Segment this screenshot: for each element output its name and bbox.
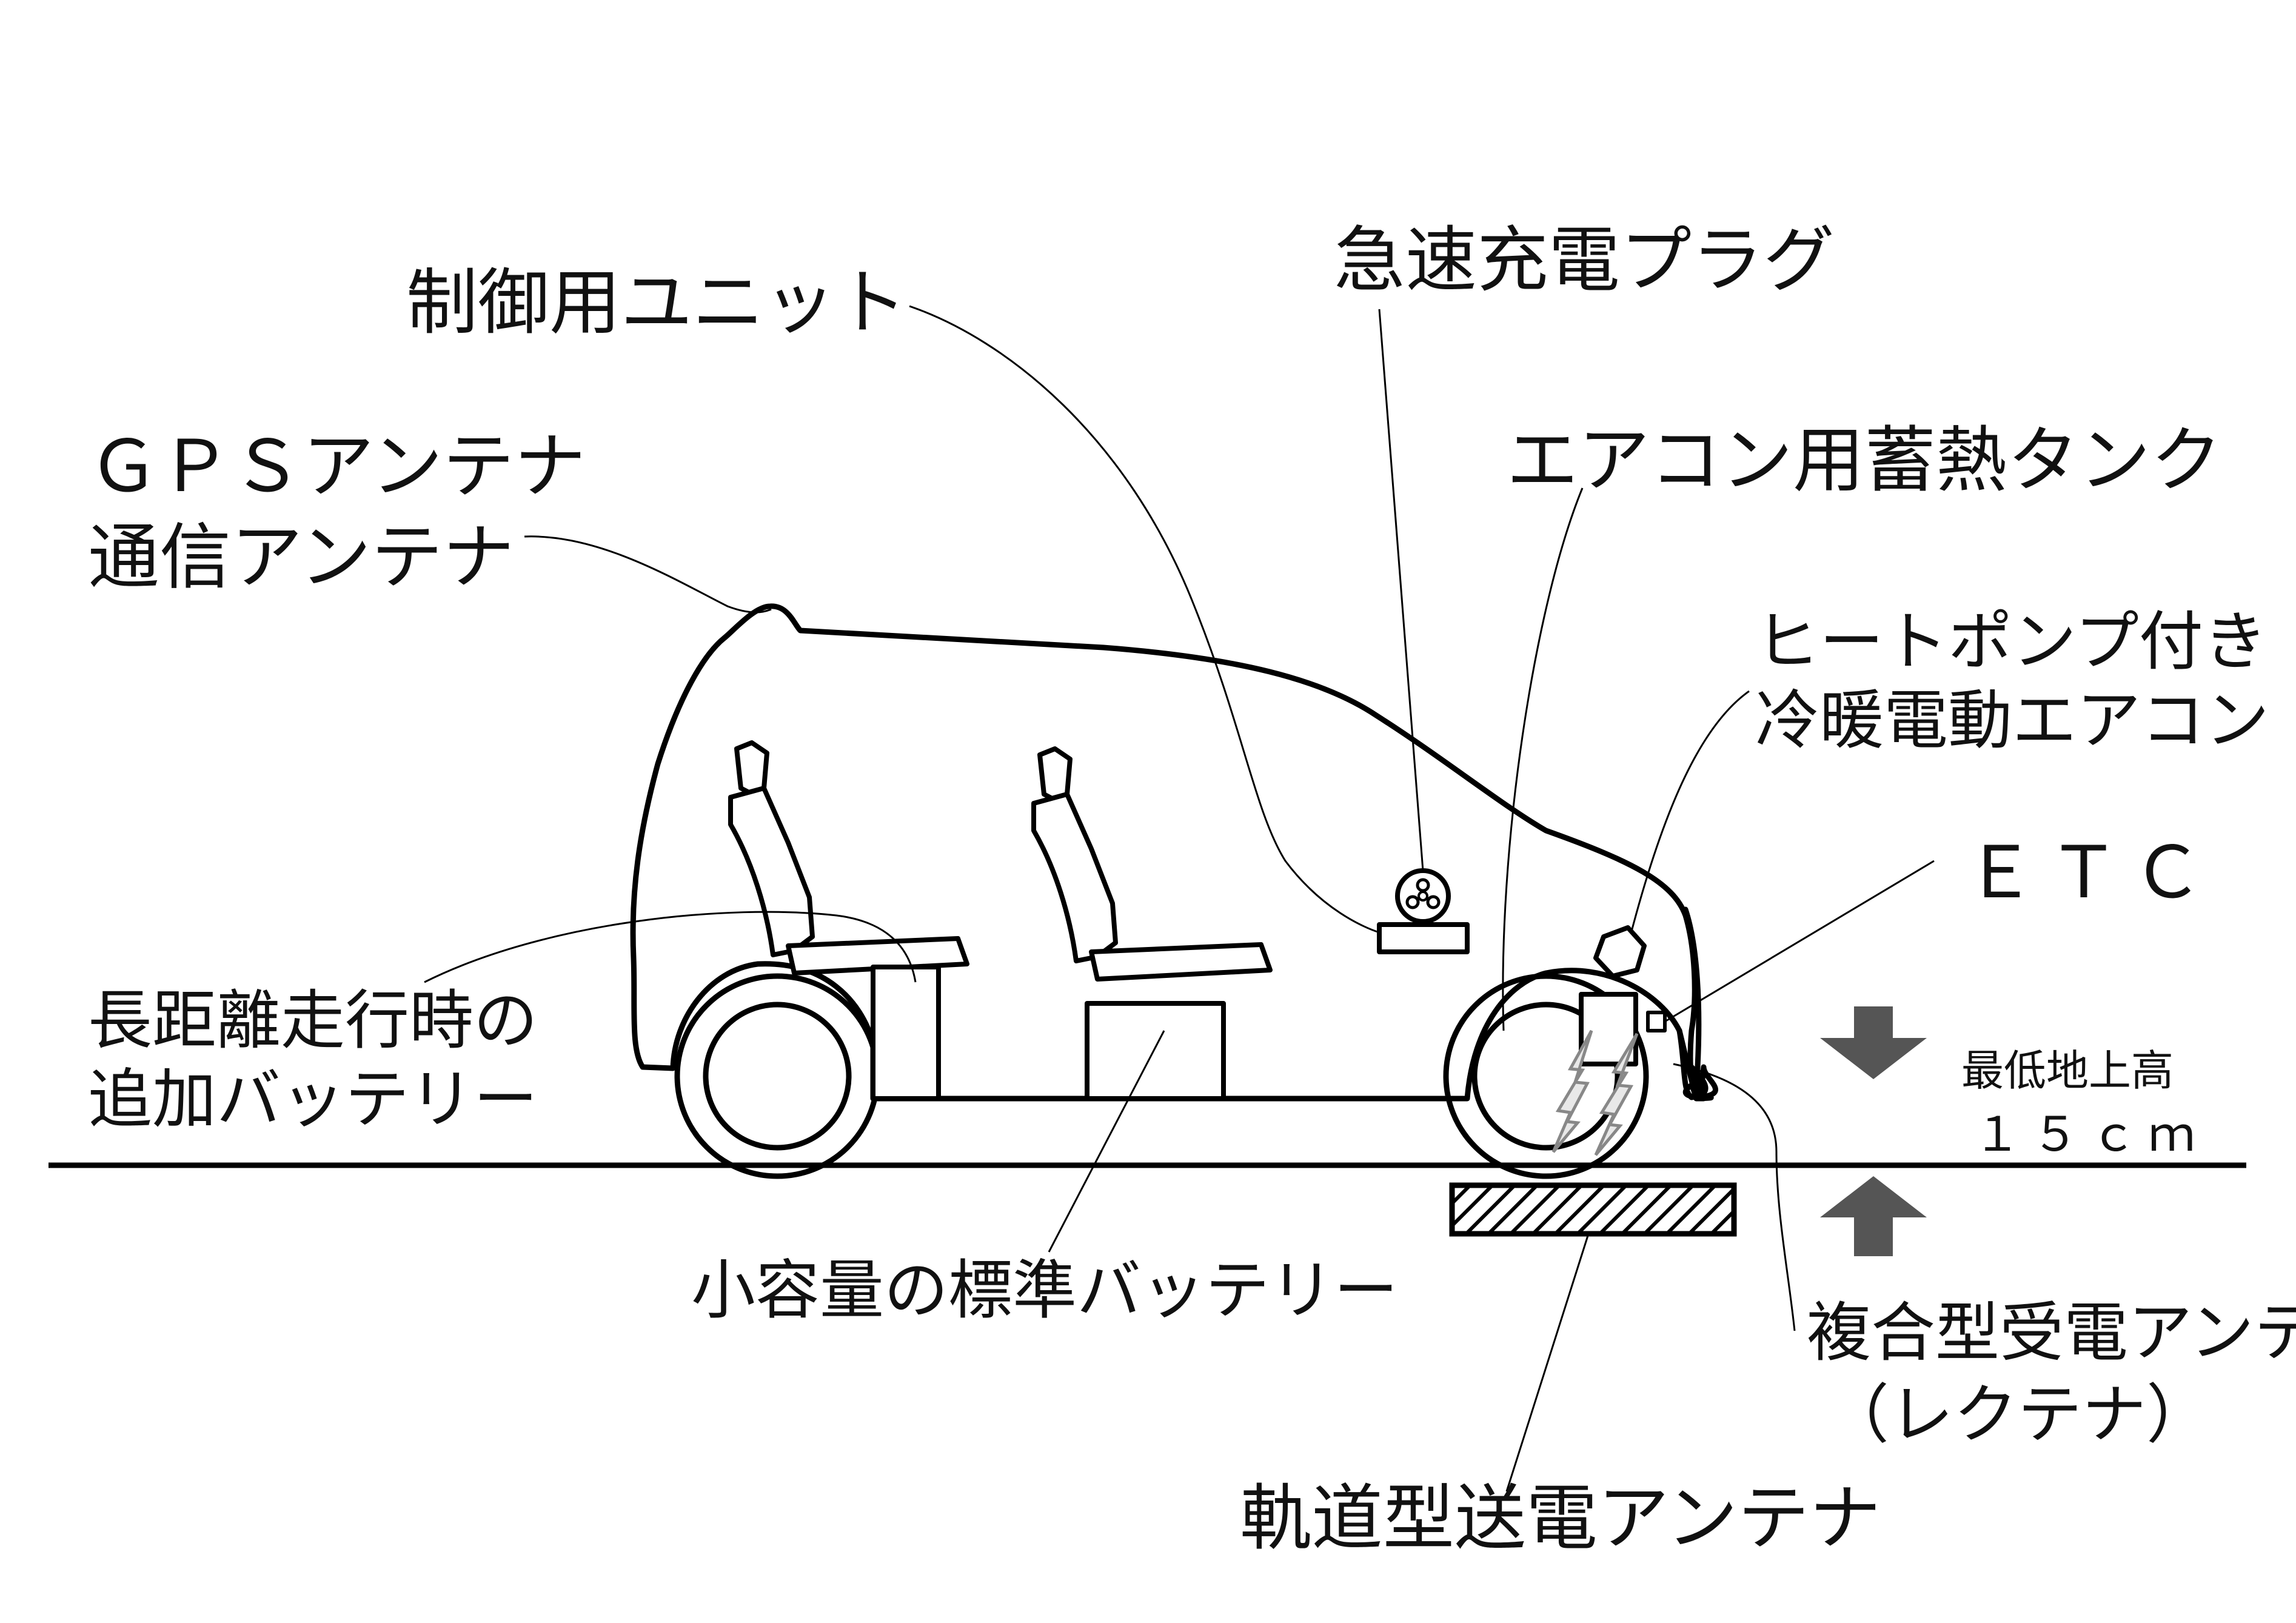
clearance-arrow-down-icon [1820,1006,1927,1079]
label-standard-battery: 小容量の標準バッテリー [691,1253,1398,1328]
extra-battery-box [871,965,941,1101]
label-extra-battery-line1: 長距離走行時の [88,983,538,1058]
clearance-arrow-up-icon [1820,1176,1927,1256]
front-wheel [1443,973,1649,1179]
label-heat-storage-tank: エアコン用蓄熱タンク [1507,418,2222,502]
quick-charge-plug-icon [1395,868,1451,924]
label-track-antenna: 軌道型送電アンテナ [1240,1476,1881,1560]
wireless-power-beam-icon [1551,1029,1639,1156]
control-unit-box [1377,922,1470,954]
rear-wheel [674,973,880,1179]
label-gps-antenna: ＧＰＳアンテナ [88,424,586,508]
label-rectenna-line2: （レクテナ） [1825,1377,2211,1452]
label-heat-pump-line2: 冷暖電動エアコン [1755,683,2269,758]
label-control-unit: 制御用ユニット [406,261,907,344]
label-extra-battery-line2: 追加バッテリー [88,1062,538,1137]
label-etc: ＥＴＣ [1964,831,2215,914]
track-transmit-antenna-bar [1449,1182,1737,1237]
standard-battery-box [1085,1001,1226,1101]
label-clearance-value: １５ｃｍ [1973,1108,2206,1162]
rear-seat [728,740,969,975]
heat-storage-tank-icon [1593,925,1647,979]
label-clearance-title: 最低地上高 [1961,1046,2174,1096]
label-heat-pump-line1: ヒートポンプ付き [1755,604,2268,679]
label-rectenna-line1: 複合型受電アンテナ [1807,1296,2296,1370]
leader-lines [424,305,1935,1492]
label-quick-charge-plug: 急速充電プラグ [1334,218,1835,302]
etc-box [1646,1011,1667,1032]
car-body-outline [630,635,1718,1102]
label-comm-antenna: 通信アンテナ [88,515,514,599]
front-seat [1031,746,1273,982]
car-front-end [1682,906,1702,1102]
car-roof [721,603,1701,1102]
